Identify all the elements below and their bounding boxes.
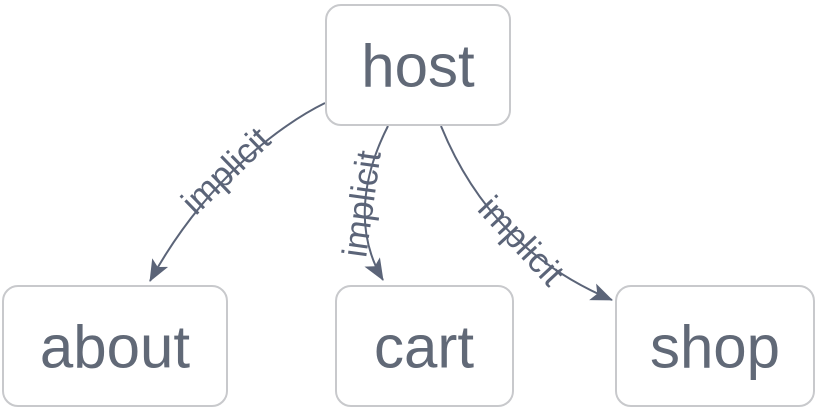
node-label-host: host [361,33,475,100]
node-label-about: about [40,314,190,381]
node-box-host[interactable] [325,4,511,126]
node-label-shop: shop [650,314,780,381]
node-about[interactable]: about [2,285,228,407]
node-host[interactable]: host [325,4,511,126]
edge-host-cart: implicit [335,125,389,281]
edge-host-about: implicit [149,102,326,282]
edge-host-shop: implicit [440,125,613,301]
node-cart[interactable]: cart [335,285,514,407]
edge-label-host-cart: implicit [335,148,389,260]
node-shop[interactable]: shop [615,285,815,407]
node-box-about[interactable] [2,285,228,407]
edge-path-host-about [149,102,326,282]
edge-path-host-shop [440,125,613,301]
node-box-cart[interactable] [335,285,514,407]
node-label-cart: cart [374,314,474,381]
edge-label-host-shop: implicit [470,189,572,294]
edge-path-host-cart [363,125,389,281]
node-box-shop[interactable] [615,285,815,407]
edge-label-host-about: implicit [174,120,278,223]
